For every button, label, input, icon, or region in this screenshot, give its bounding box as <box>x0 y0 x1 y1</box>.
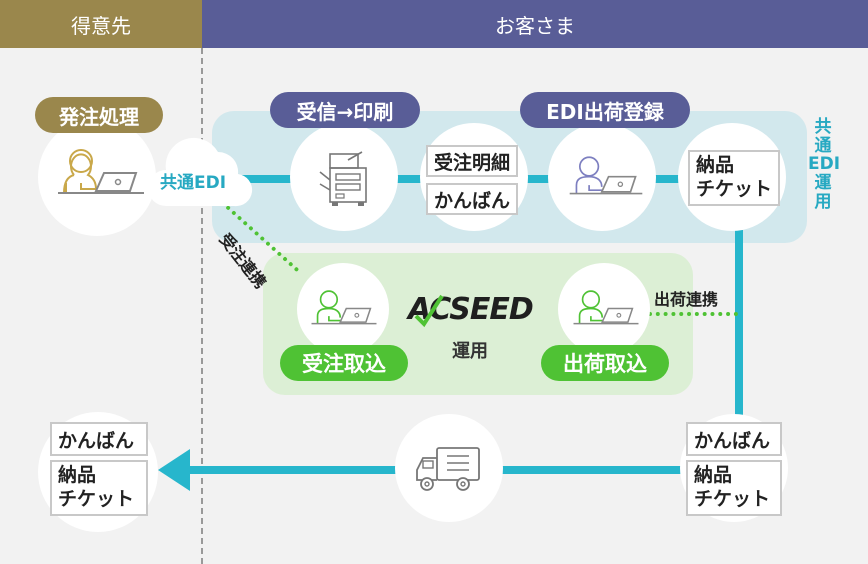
truck-icon <box>416 447 480 491</box>
ship-import-node <box>558 263 650 355</box>
ticket-line-1: 納品 <box>694 464 733 487</box>
person-laptop-icon <box>58 149 144 194</box>
label-line: 用 <box>814 191 832 212</box>
delivery-ticket-tag: 納品 チケット <box>688 150 780 206</box>
section-divider <box>201 48 203 564</box>
ticket-line-1: 納品 <box>696 154 735 177</box>
printer-icon <box>319 151 367 206</box>
label-line: 共 <box>814 117 832 137</box>
client-header: 得意先 <box>0 0 202 48</box>
cloud-icon <box>148 137 253 207</box>
printer-node <box>290 123 398 231</box>
order-detail-tag: 受注明細 <box>426 145 519 177</box>
ship-link-label: 出荷連携 <box>654 290 719 309</box>
person-laptop-icon <box>573 290 639 325</box>
acseed-ops-label: 運用 <box>452 341 488 362</box>
acseed-logo: ACSEED <box>408 292 534 328</box>
acseed-check-icon <box>414 294 444 328</box>
acseed-logo-text: ACSEED <box>408 292 534 327</box>
ship-import-label: 出荷取込 <box>563 352 647 376</box>
kanban-tag: かんばん <box>50 422 148 456</box>
order-import-label: 受注取込 <box>302 352 386 376</box>
person-laptop-icon <box>569 156 643 195</box>
person-laptop-icon <box>311 290 377 325</box>
customer-header-label: お客さま <box>495 13 575 38</box>
client-order-node <box>38 118 156 236</box>
label-line: EDI <box>808 154 841 175</box>
truck-node <box>395 414 503 522</box>
arrow-left-icon <box>158 449 190 491</box>
ticket-line-2: チケット <box>696 178 773 200</box>
receive-print-badge: 受信→印刷 <box>270 92 420 128</box>
edi-shipment-node <box>548 123 656 231</box>
delivery-ticket-tag: 納品 チケット <box>50 460 148 516</box>
label-line: 通 <box>814 135 832 156</box>
customer-header: お客さま <box>202 0 868 48</box>
delivery-ticket-tag: 納品 チケット <box>686 460 782 516</box>
client-header-label: 得意先 <box>71 13 131 38</box>
label-line: 運 <box>814 173 832 194</box>
receive-print-label: 受信→印刷 <box>296 99 394 124</box>
ship-import-badge: 出荷取込 <box>541 345 669 381</box>
common-edi-cloud-label: 共通EDI <box>160 173 227 193</box>
ticket-line-1: 納品 <box>58 464 97 487</box>
order-process-label: 発注処理 <box>59 104 139 129</box>
kanban-tag: かんばん <box>686 422 782 456</box>
ticket-line-2: チケット <box>694 488 771 510</box>
ticket-line-2: チケット <box>58 488 135 510</box>
kanban-tag: かんばん <box>426 183 519 215</box>
common-edi-ops-label: 共 通 EDI 運 用 <box>808 117 841 212</box>
vertical-flow-line <box>735 230 743 475</box>
edi-shipment-register-badge: EDI出荷登録 <box>520 92 690 128</box>
order-import-badge: 受注取込 <box>280 345 408 381</box>
edi-shipment-register-label: EDI出荷登録 <box>546 99 664 124</box>
order-process-badge: 発注処理 <box>35 97 163 133</box>
ship-link-line <box>648 312 738 316</box>
order-import-node <box>297 263 389 355</box>
